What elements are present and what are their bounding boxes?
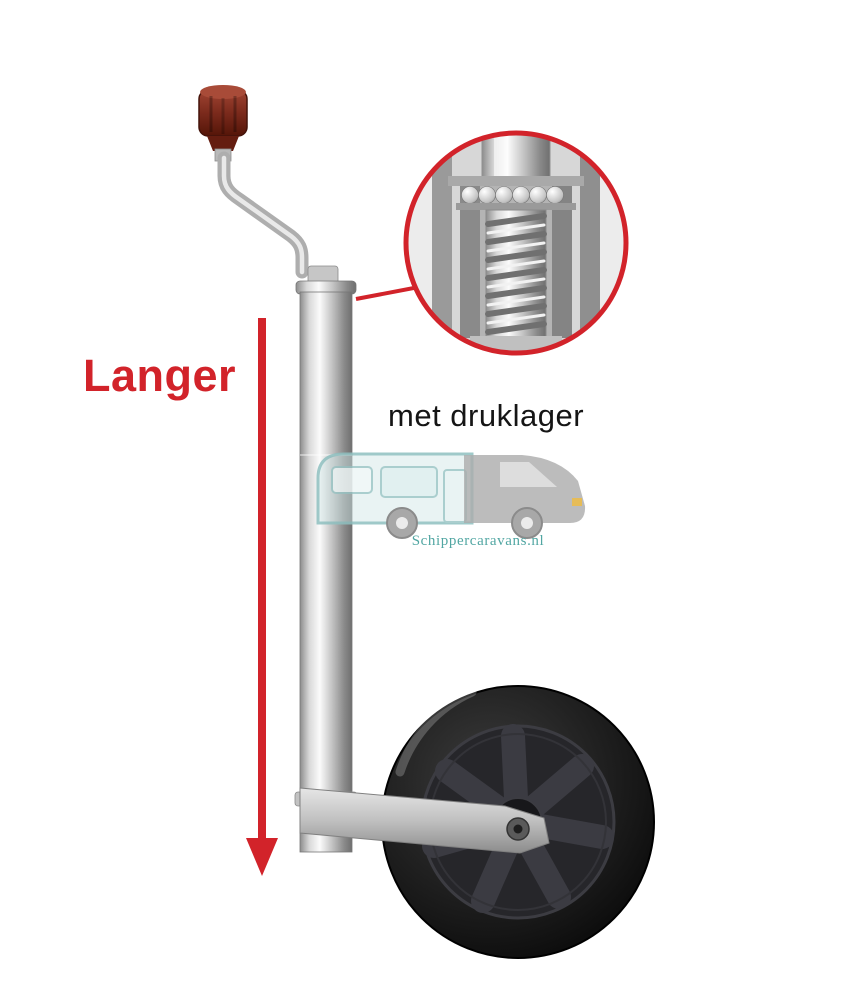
bearing-detail-drawing: [408, 135, 624, 351]
inset-circle-border: [403, 130, 629, 356]
watermark-text: Schippercaravans.nl: [411, 533, 545, 549]
watermark-logo: [316, 452, 586, 539]
headlight: [572, 498, 582, 506]
bearing-balls: [461, 186, 564, 204]
length-arrow: [246, 318, 278, 876]
support-tube: [294, 280, 358, 853]
shaft: [481, 135, 551, 179]
cab-silhouette: [464, 455, 586, 523]
length-label: Langer: [83, 350, 237, 401]
caravan-window: [331, 466, 373, 494]
caravan-window: [380, 466, 438, 498]
crank-knob-top: [200, 85, 246, 99]
arrow-head: [246, 838, 278, 876]
windshield: [500, 462, 557, 487]
arm-plate: [299, 787, 550, 854]
wheel-arm: [299, 787, 550, 854]
tube-body: [299, 291, 353, 853]
crank-handle: [198, 85, 339, 285]
detail-label: met druklager: [388, 398, 585, 433]
bearing-detail-inset: [403, 130, 629, 356]
